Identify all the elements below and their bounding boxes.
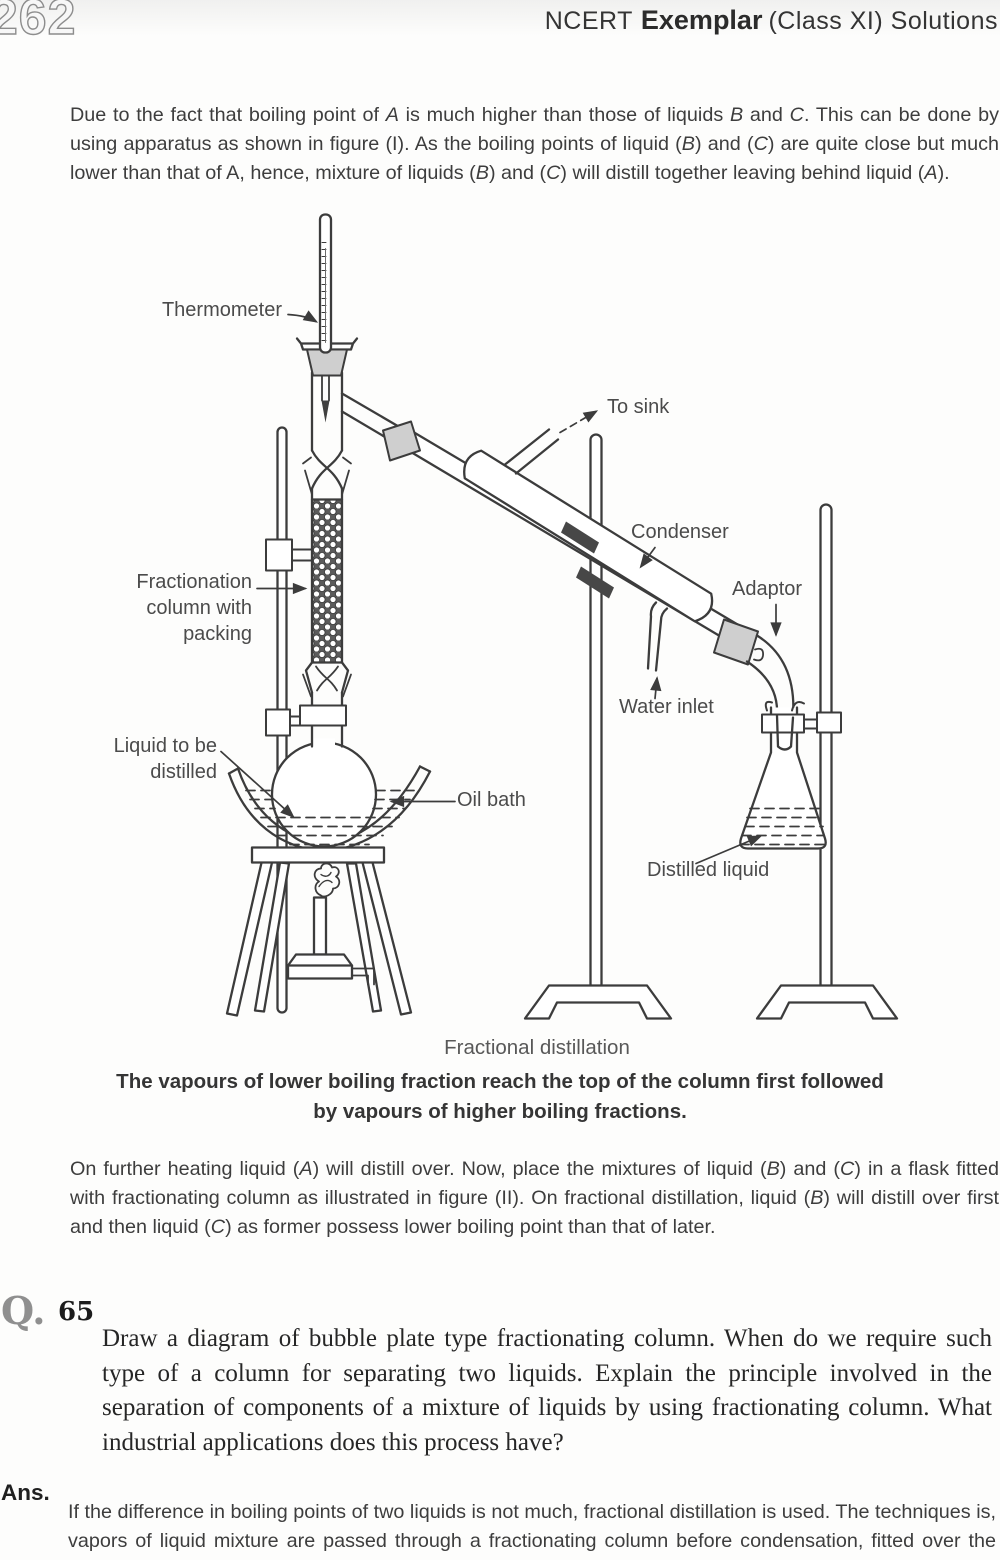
label-water-inlet: Water inlet bbox=[619, 696, 714, 718]
condenser-arrow bbox=[639, 546, 656, 569]
receiving-flask bbox=[739, 706, 827, 850]
still-head bbox=[295, 337, 359, 452]
label-arrows bbox=[220, 310, 782, 865]
oil-hatching bbox=[245, 789, 415, 846]
question-marker: Q. bbox=[1, 1288, 46, 1333]
answer-text: If the difference in boiling points of t… bbox=[68, 1500, 996, 1560]
label-adaptor: Adaptor bbox=[732, 578, 803, 600]
ncert-text: NCERT bbox=[544, 7, 633, 35]
followup-paragraph: On further heating liquid (A) will disti… bbox=[70, 1157, 999, 1239]
figure-note: The vapours of lower boiling fraction re… bbox=[116, 1070, 884, 1123]
condenser-drawing bbox=[382, 420, 748, 672]
apparatus-svg bbox=[220, 213, 899, 1020]
distilled-arrow bbox=[695, 835, 763, 865]
page-number: 262 bbox=[0, 0, 77, 46]
to-sink-arrow bbox=[559, 410, 599, 434]
stool bbox=[225, 859, 413, 1017]
liquid-arrow bbox=[220, 750, 295, 819]
water-inlet-arrow bbox=[650, 676, 662, 700]
thermometer-arrow bbox=[287, 310, 319, 323]
label-liquid-to-be-distilled: Liquid to be distilled bbox=[113, 735, 217, 783]
burner bbox=[286, 862, 375, 986]
fractionating-column bbox=[302, 449, 352, 706]
middle-stand bbox=[523, 433, 673, 1020]
apparatus-figure bbox=[0, 195, 1000, 1040]
answer-marker: Ans. bbox=[1, 1480, 50, 1505]
adaptor-tip bbox=[775, 714, 795, 751]
label-condenser: Condenser bbox=[631, 521, 729, 543]
label-fractionation-column: Fractionation column with packing bbox=[136, 571, 252, 645]
flask-clamp bbox=[265, 704, 347, 737]
intro-paragraph: Due to the fact that boiling point of A … bbox=[70, 103, 999, 185]
label-oil-bath: Oil bath bbox=[457, 789, 526, 811]
thermometer-drawing bbox=[318, 213, 333, 423]
figure-caption: Fractional distillation bbox=[444, 1036, 630, 1059]
label-distilled-liquid: Distilled liquid bbox=[647, 859, 770, 881]
question-number: 65 bbox=[58, 1297, 95, 1327]
stool-top bbox=[250, 846, 386, 864]
question-text: Draw a diagram of bubble plate type frac… bbox=[102, 1325, 992, 1456]
label-thermometer: Thermometer bbox=[161, 299, 282, 321]
adaptor-drawing bbox=[713, 618, 795, 719]
edition-text: (Class XI) Solutions bbox=[768, 7, 998, 35]
label-to-sink: To sink bbox=[607, 396, 670, 418]
column-clamp bbox=[265, 538, 313, 572]
exemplar-text: Exemplar bbox=[640, 5, 763, 35]
right-stand bbox=[755, 503, 899, 1020]
